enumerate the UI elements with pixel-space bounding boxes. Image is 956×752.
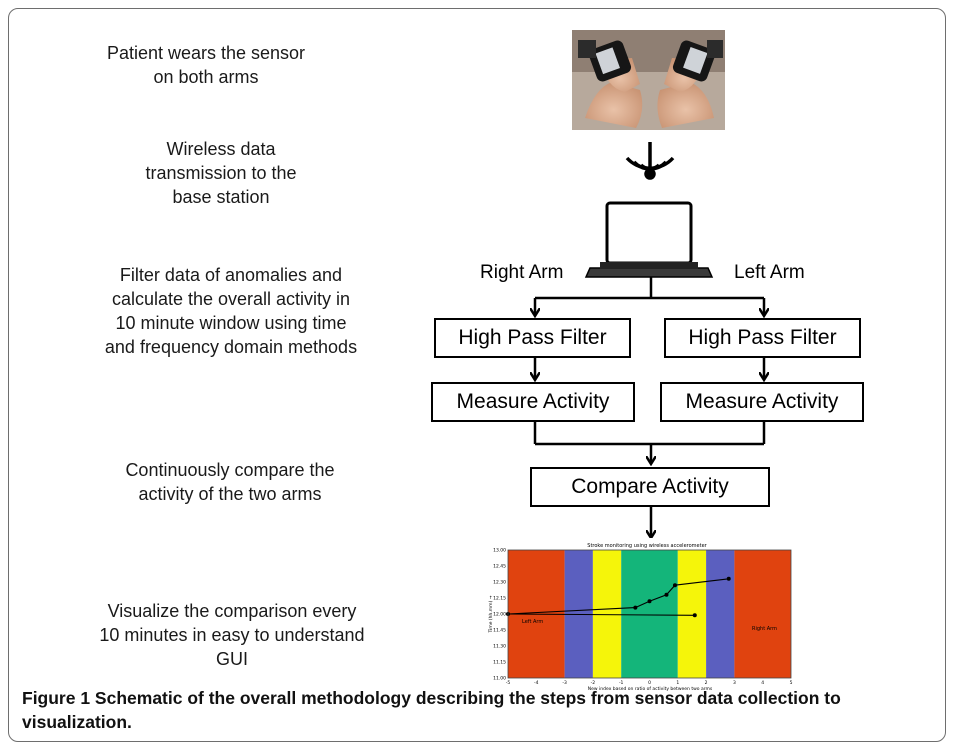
y-tick-label: 11.30 [493,644,506,650]
x-tick-label: 3 [733,680,736,686]
chart-point-5 [672,583,677,588]
x-tick-label: -1 [619,680,624,686]
compare-activity-box: Compare Activity [530,467,770,507]
gui-chart-bands [508,550,791,678]
y-tick-label: 11.45 [493,628,506,634]
x-tick-label: 0 [648,680,651,686]
wireless-signal-icon [625,142,675,180]
chart-point-3 [647,599,652,604]
chart-point-0 [692,613,697,618]
step-5-text: Visualize the comparison every 10 minute… [99,601,365,669]
gui-chart-title: Stroke monitoring using wireless acceler… [587,543,707,549]
x-tick-label: -5 [506,680,511,686]
right-arm-chart-label: Right Arm [752,626,777,632]
x-tick-label: 5 [790,680,793,686]
x-tick-label: -3 [562,680,567,686]
step-1-text: Patient wears the sensor on both arms [106,43,306,87]
right-arm-label: Right Arm [480,262,564,283]
chart-point-6 [726,576,731,581]
step-2-text: Wireless data transmission to the base s… [145,139,297,207]
y-tick-label: 12.15 [493,596,506,602]
gui-chart-xlabel: New index based on ratio of activity bet… [588,686,713,692]
high-pass-filter-right-box: High Pass Filter [434,318,631,358]
step-4-text: Continuously compare the activity of the… [125,460,335,504]
laptop-icon [584,201,714,278]
left-arm-chart-label: Left Arm [522,619,543,625]
chart-band-2 [592,550,622,678]
x-tick-label: -4 [534,680,539,686]
chart-band-4 [677,550,707,678]
sensor-photo [572,30,725,130]
chart-band-5 [706,550,735,678]
chart-point-4 [664,592,669,597]
chart-point-2 [633,605,638,610]
step-3-text: Filter data of anomalies and calculate t… [104,265,358,357]
x-tick-label: -2 [591,680,596,686]
chart-band-3 [621,550,678,678]
x-tick-label: 4 [761,680,764,686]
gui-chart-x-ticks: -5 -4 -3 -2 -1 0 1 2 3 4 5 [506,680,793,686]
gui-chart-ylabel: Time (hh.mm) → [488,595,494,633]
measure-activity-left-box: Measure Activity [660,382,864,422]
high-pass-filter-left-box: High Pass Filter [664,318,861,358]
x-tick-label: 1 [676,680,679,686]
x-tick-label: 2 [705,680,708,686]
y-tick-label: 12.45 [493,564,506,570]
y-tick-label: 12.30 [493,580,506,586]
y-tick-label: 11.15 [493,660,506,666]
figure-caption: Figure 1 Schematic of the overall method… [22,688,841,732]
gui-chart-y-ticks: 13.00 12.45 12.30 12.15 12.00 11.45 11.30 11.15… [493,548,506,682]
y-tick-label: 12.00 [493,612,506,618]
left-arm-label: Left Arm [734,262,805,283]
y-tick-label: 13.00 [493,548,506,554]
y-tick-label: 11.00 [493,676,506,682]
measure-activity-right-box: Measure Activity [431,382,635,422]
chart-band-6 [734,550,791,678]
flow-connectors [535,277,764,538]
figure-frame [8,8,946,742]
gui-chart: Stroke monitoring using wireless acceler… [482,538,800,692]
